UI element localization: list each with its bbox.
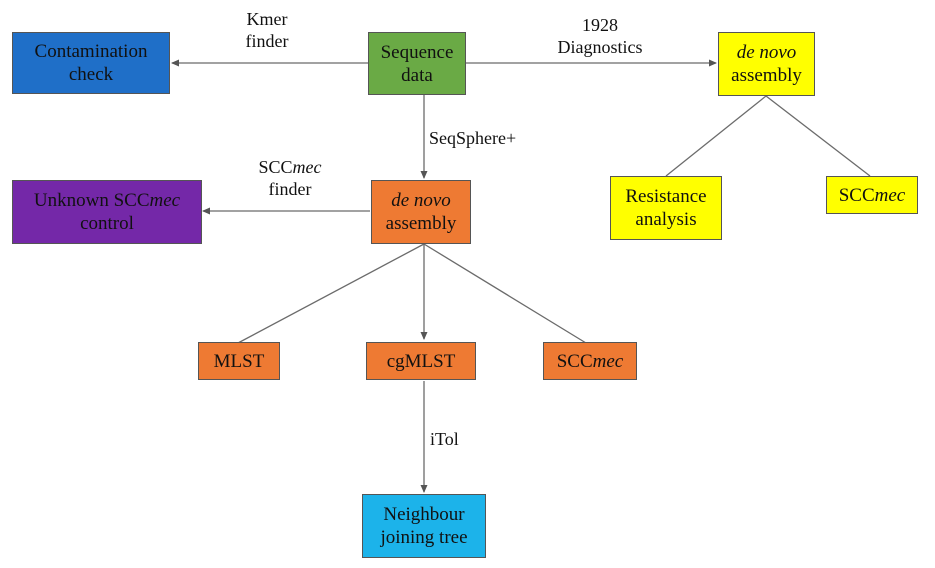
sccmec-center-suffix: mec (592, 350, 624, 372)
mlst-label: MLST (213, 350, 265, 372)
node-sccmec-center: SCCmec (543, 342, 637, 380)
node-denovo-assembly-center: de novo assembly (371, 180, 471, 244)
label-kmer-finder: Kmer finder (232, 8, 302, 52)
sccmec-finder-prefix: SCC (258, 157, 293, 177)
sequence-data-line1: Sequence (380, 41, 454, 63)
unknown-line1-suffix: mec (149, 190, 181, 211)
sequence-data-line2: data (401, 64, 433, 86)
contamination-line1: Contamination (34, 41, 148, 62)
resistance-line1: Resistance (625, 186, 707, 207)
sccmec-right-label: SCCmec (839, 184, 906, 207)
label-sccmec-finder: SCCmec finder (240, 156, 340, 200)
node-sequence-data: Sequence data (368, 32, 466, 95)
node-neighbour-joining-tree: Neighbour joining tree (362, 494, 486, 558)
unknown-line2: control (80, 213, 134, 234)
sccmec-right-prefix: SCC (838, 184, 875, 206)
edge-denovo-center-to-sccmec-center (423, 243, 587, 344)
denovo-right-line2: assembly (731, 65, 802, 86)
edge-denovo-right-to-sccmec-right (765, 95, 871, 177)
cgmlst-label: cgMLST (386, 350, 456, 372)
node-mlst: MLST (198, 342, 280, 380)
diagnostics-line2: Diagnostics (557, 37, 643, 57)
itol-text: iTol (430, 429, 459, 449)
kmer-line2: finder (245, 31, 289, 51)
node-unknown-sccmec-control: Unknown SCCmec control (12, 180, 202, 244)
edge-denovo-center-to-mlst (237, 243, 425, 344)
node-contamination-check: Contamination check (12, 32, 170, 94)
sccmec-finder-line1: SCCmec (240, 156, 340, 178)
unknown-line1: Unknown SCCmec (34, 189, 180, 212)
edge-denovo-right-to-resistance (665, 95, 767, 177)
node-cgmlst: cgMLST (366, 342, 476, 380)
sccmec-finder-line2: finder (268, 179, 312, 199)
denovo-right-line1: de novo (736, 42, 797, 63)
denovo-center-line2: assembly (385, 213, 457, 234)
nj-tree-line2: joining tree (380, 527, 468, 548)
nj-tree-line1: Neighbour (383, 504, 465, 525)
diagnostics-line1: 1928 (582, 15, 618, 35)
node-sccmec-right: SCCmec (826, 176, 918, 214)
sccmec-center-label: SCCmec (557, 350, 624, 373)
kmer-line1: Kmer (246, 9, 288, 29)
label-seqsphere: SeqSphere+ (429, 127, 516, 149)
node-resistance-analysis: Resistance analysis (610, 176, 722, 240)
denovo-center-line1: de novo (391, 190, 451, 211)
resistance-line2: analysis (635, 209, 697, 230)
unknown-line1-prefix: Unknown SCC (33, 190, 150, 211)
sccmec-finder-suffix: mec (292, 157, 322, 177)
seqsphere-text: SeqSphere+ (429, 128, 517, 148)
label-1928-diagnostics: 1928 Diagnostics (540, 14, 660, 58)
sccmec-center-prefix: SCC (556, 350, 593, 372)
contamination-line2: check (68, 64, 114, 85)
node-denovo-assembly-right: de novo assembly (718, 32, 815, 96)
label-itol: iTol (430, 428, 459, 450)
sccmec-right-suffix: mec (874, 184, 906, 206)
